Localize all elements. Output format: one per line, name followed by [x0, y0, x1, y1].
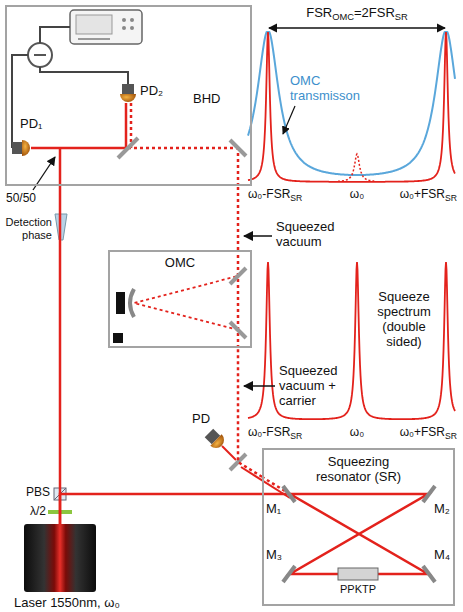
axis-label: ω₀	[337, 426, 377, 440]
label-part: ω₀+FSR	[400, 425, 445, 439]
subscript: SR	[395, 12, 408, 22]
beam-callout: Squeezed vacuum	[276, 220, 350, 250]
label-part: FSR	[306, 5, 332, 20]
fsr-annotation: FSROMC=2FSRSR	[268, 6, 446, 23]
omc-optics	[113, 250, 246, 348]
mirror-label: M₃	[266, 548, 282, 563]
curve-label: OMC transmisson	[290, 74, 372, 104]
crystal-label: PPKTP	[328, 583, 388, 596]
cavity-box: OMC	[108, 250, 252, 348]
steering-mirror	[230, 140, 246, 156]
signal-wire	[12, 27, 128, 148]
oscilloscope	[70, 10, 142, 44]
beam-callout: Squeezed vacuum + carrier	[279, 364, 351, 409]
plot-caption: Squeeze spectrum (double sided)	[369, 290, 439, 350]
label-part: =2FSR	[354, 5, 395, 20]
mirror-label: M₁	[266, 502, 281, 517]
axis-label: ω₀	[337, 188, 377, 202]
mirror-label: M₄	[434, 548, 450, 563]
photodiode	[12, 84, 136, 156]
node-label: Squeezing resonator (SR)	[303, 454, 415, 484]
resonator-box: Squeezing resonator (SR)	[262, 448, 455, 606]
subtractor	[28, 43, 52, 67]
phase-label: Detection phase	[0, 216, 52, 241]
node-label: Laser 1550nm, ω₀	[14, 595, 120, 610]
axis-label: ω₀-FSRSR	[248, 188, 302, 204]
label-part: ω₀+FSR	[400, 187, 445, 201]
bhd-beams	[31, 103, 238, 186]
subscript: OMC	[332, 12, 354, 22]
detector-label: PD₁	[20, 117, 42, 132]
mirror-label: M₂	[434, 502, 450, 517]
splitter-label: 50/50	[6, 192, 36, 206]
bowtie-cavity	[262, 486, 435, 582]
label-part: ω₀-FSR	[248, 425, 290, 439]
detector-label: PD	[192, 412, 210, 427]
label-part: ω₀-FSR	[248, 187, 290, 201]
component-label: PBS	[10, 486, 50, 500]
laser-source: Laser 1550nm, ω₀	[24, 524, 96, 592]
laser-beam	[60, 494, 262, 524]
beam-splitter	[118, 138, 138, 158]
component-label: λ/2	[10, 505, 46, 519]
node-label: BHD	[193, 91, 220, 106]
squeezed-beam	[238, 348, 262, 477]
laser-beam	[59, 186, 62, 524]
subscript: SR	[445, 193, 457, 203]
node-label: OMC	[150, 255, 210, 270]
subscript: SR	[290, 193, 302, 203]
subscript: SR	[290, 431, 302, 441]
spectrum-plots	[244, 28, 455, 419]
subscript: SR	[445, 431, 457, 441]
detector-label: PD₂	[140, 84, 163, 99]
axis-label: ω₀+FSRSR	[400, 188, 457, 204]
squeezed-beam	[237, 186, 240, 250]
axis-label: ω₀-FSRSR	[248, 426, 302, 442]
detector-box: BHD	[5, 5, 252, 186]
axis-label: ω₀+FSRSR	[400, 426, 457, 442]
